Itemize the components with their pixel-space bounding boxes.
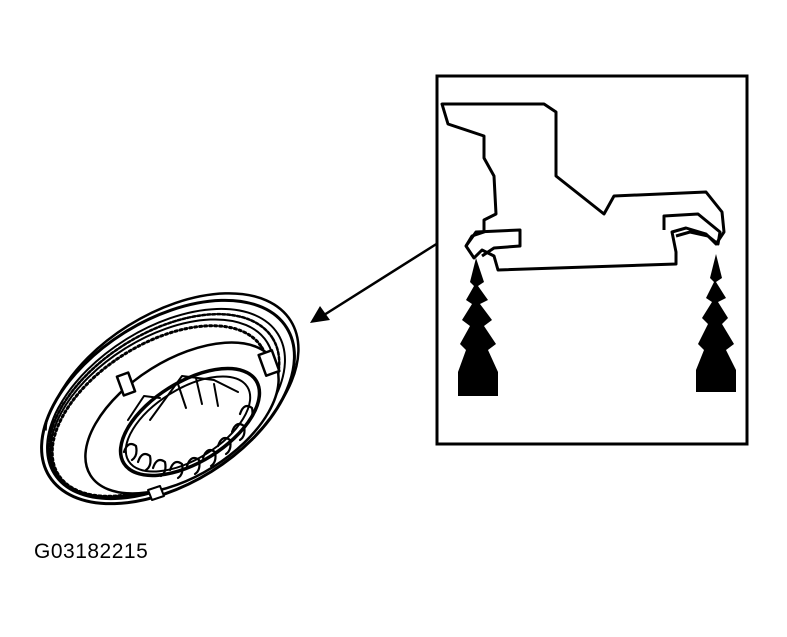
figure-code-label: G03182215 [34, 540, 149, 563]
pointer-arrow [310, 241, 439, 323]
left-indicator-spike [458, 258, 498, 396]
synchronizer-sleeve [40, 292, 300, 506]
sleeve-cross-section [440, 102, 726, 272]
detail-inset [435, 74, 749, 446]
spline-teeth [122, 404, 254, 480]
right-indicator-spike [696, 254, 736, 392]
